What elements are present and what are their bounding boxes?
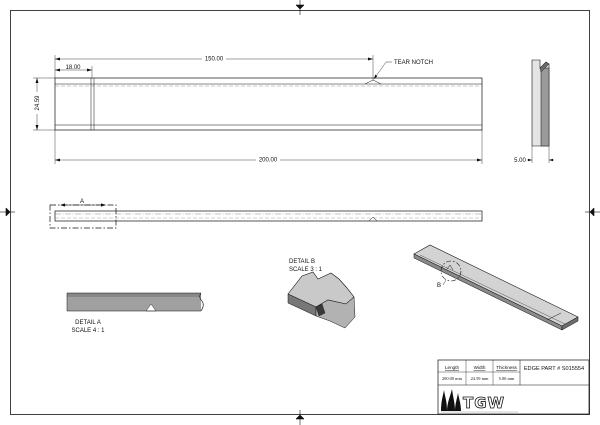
iso-view: B [413, 244, 579, 331]
detail-a-marker-label: A [80, 199, 84, 205]
header-length: Length [445, 365, 459, 370]
detail-a-arrow-left [60, 203, 65, 207]
detail-a-view: DETAIL A SCALE 4 : 1 [66, 292, 204, 334]
dim-arrow-24-bottom [35, 125, 39, 130]
detail-b-front-face [315, 296, 356, 329]
side-view-chamfer [539, 61, 550, 73]
front-view-outline [54, 77, 483, 131]
logo-text: TGW [463, 394, 505, 412]
header-thickness: Thickness [496, 365, 517, 370]
detail-b-leader [442, 279, 447, 286]
centering-mark-top [295, 0, 305, 15]
dim-text-background-24 [32, 92, 40, 114]
centering-mark-left [0, 207, 15, 217]
dim-text-background-150 [202, 54, 226, 62]
value-thickness: 5.00 mm [499, 376, 515, 381]
centering-mark-right [585, 207, 600, 217]
detail-a-title: DETAIL A [75, 320, 101, 326]
detail-b-view: DETAIL B SCALE 3 : 1 [287, 259, 356, 329]
detail-a-top-face [67, 293, 201, 297]
iso-front-face [413, 253, 563, 331]
detail-b-title: DETAIL B [289, 259, 315, 265]
side-view-shaded-body [540, 67, 550, 147]
detail-a-scale: SCALE 4 : 1 [71, 328, 105, 334]
tgw-logo: TGW [441, 389, 518, 412]
dim-text-background-18 [62, 63, 84, 70]
dim-text-18: 18.00 [65, 65, 81, 71]
iso-edge-line [419, 254, 566, 325]
dim-arrow-200-right [477, 158, 482, 162]
centering-mark-bottom [295, 410, 305, 425]
detail-b-callout-notch [446, 264, 454, 271]
detail-a-boundary [49, 204, 117, 229]
detail-a-arrow-right [101, 203, 106, 207]
dim-arrow-150-right [368, 57, 373, 61]
detail-b-callout-circle [440, 260, 462, 282]
dim-arrow-5-right [549, 158, 553, 162]
dim-arrow-18-left [55, 68, 60, 72]
dim-text-5: 5.00 [514, 158, 526, 164]
top-view-outline [54, 210, 483, 222]
iso-end-face [561, 316, 579, 331]
value-length: 200.00 mm [442, 376, 463, 381]
title-block: Length Width Thickness 200.00 mm 24.59 m… [437, 359, 590, 415]
top-view-notch [368, 216, 378, 222]
dim-text-24: 24.59 [35, 95, 41, 111]
detail-b-scale: SCALE 3 : 1 [289, 267, 323, 273]
dim-arrow-200-left [55, 158, 60, 162]
dim-text-background-200 [256, 155, 280, 163]
dim-arrow-18-right [87, 68, 92, 72]
dim-arrow-150-left [55, 57, 60, 61]
top-view: A [49, 199, 483, 229]
side-view: 5.00 [514, 59, 554, 164]
tear-notch-label: TEAR NOTCH [394, 60, 433, 66]
logo-flame-icon [441, 389, 461, 411]
part-number: EDGE PART # S015554 [524, 366, 584, 372]
dim-arrow-24-top [35, 78, 39, 83]
dim-arrow-5-left [528, 158, 532, 162]
front-view: 150.00 18.00 24.59 200.00 TEAR NOTCH [32, 54, 483, 164]
tear-notch-leader-arrow [374, 74, 378, 79]
value-width: 24.59 mm [471, 376, 489, 381]
detail-a-break-line [199, 292, 204, 312]
header-width: Width [474, 365, 486, 370]
dim-text-150: 150.00 [205, 57, 224, 63]
detail-b-marker-label: B [437, 283, 441, 289]
dim-text-200: 200.00 [259, 158, 278, 164]
detail-b-notch [315, 303, 326, 317]
title-block-frame [437, 359, 590, 415]
iso-groove-line [546, 312, 562, 321]
detail-a-body [67, 293, 201, 311]
